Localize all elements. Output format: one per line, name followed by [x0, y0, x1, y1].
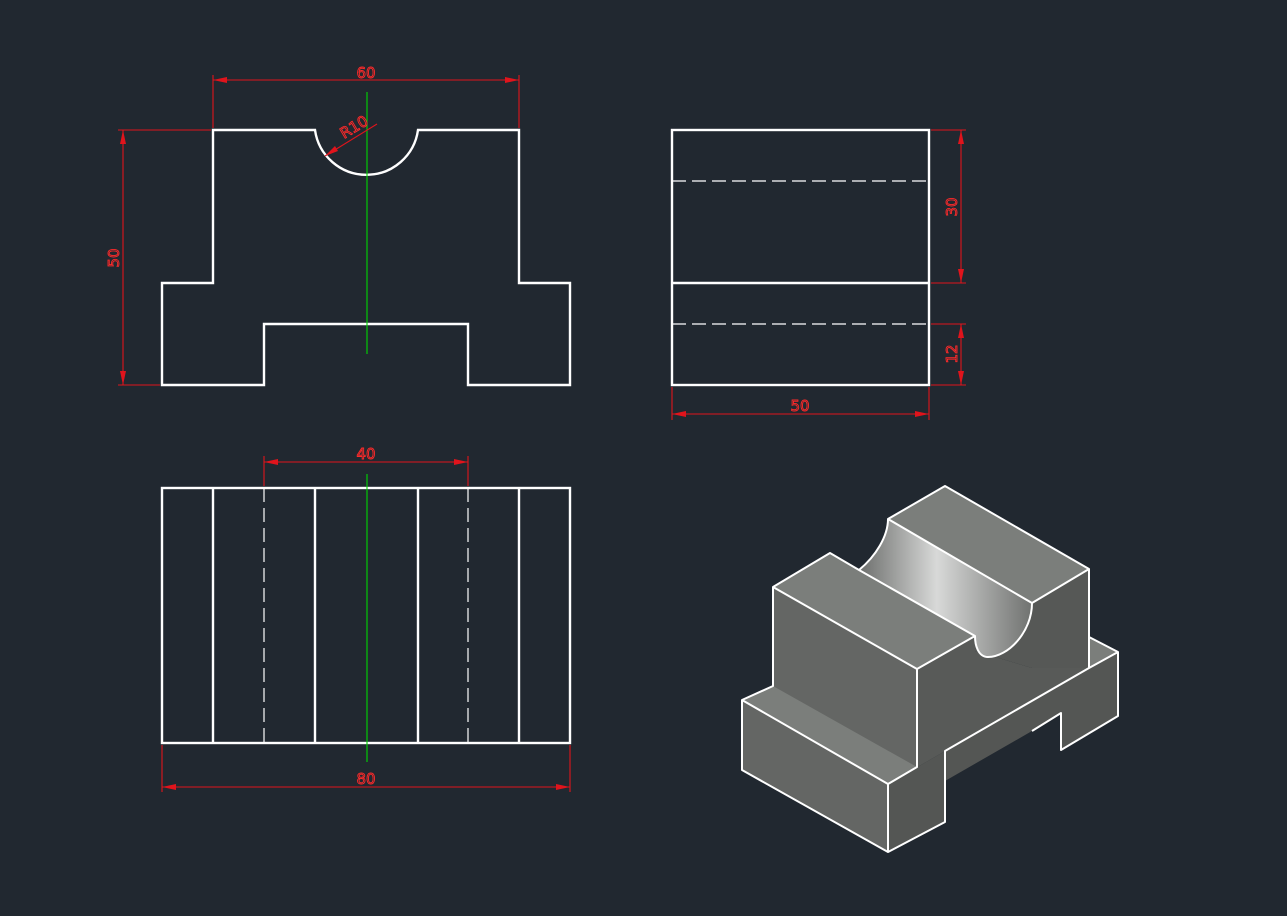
iso-top-face-right — [888, 486, 1089, 603]
front-view: 60 50 R10 — [105, 64, 572, 387]
iso-edges — [741, 485, 1119, 853]
dimension-text-front-width: 60 — [356, 64, 375, 82]
dimension-side-upper-height: 30 — [931, 129, 966, 284]
iso-block-side-face — [888, 636, 1089, 784]
iso-front-lower-face — [742, 700, 888, 852]
dimension-top-total-width: 80 — [161, 745, 571, 792]
dimension-text-side-lower-height: 12 — [943, 344, 961, 363]
top-view-outline — [160, 486, 572, 745]
iso-groove-surface — [859, 519, 1032, 657]
dimension-text-side-upper-height: 30 — [943, 197, 961, 216]
iso-top-face-left — [773, 553, 975, 669]
side-view: 30 12 50 — [670, 128, 966, 420]
iso-left-ledge-top — [742, 686, 917, 784]
dimension-text-top-groove-width: 40 — [356, 445, 375, 463]
front-view-outline — [160, 128, 572, 387]
dimension-front-width: 60 — [212, 64, 520, 128]
dimension-text-side-depth: 50 — [790, 397, 809, 415]
iso-right-lower-face — [888, 652, 1118, 852]
dimension-side-depth: 50 — [671, 387, 930, 420]
dimension-side-lower-height: 12 — [931, 323, 966, 386]
dimension-top-groove-width: 40 — [263, 445, 469, 486]
side-view-outline — [670, 128, 931, 387]
dimension-text-top-total-width: 80 — [356, 770, 375, 788]
iso-front-upper-face — [742, 587, 917, 784]
isometric-view — [741, 485, 1119, 853]
iso-right-ledge-top — [1089, 637, 1118, 668]
dimension-front-height: 50 — [105, 129, 211, 386]
dimension-text-front-height: 50 — [105, 248, 123, 267]
top-view: 40 80 — [160, 445, 572, 792]
dimension-groove-radius: R10 — [324, 111, 378, 157]
